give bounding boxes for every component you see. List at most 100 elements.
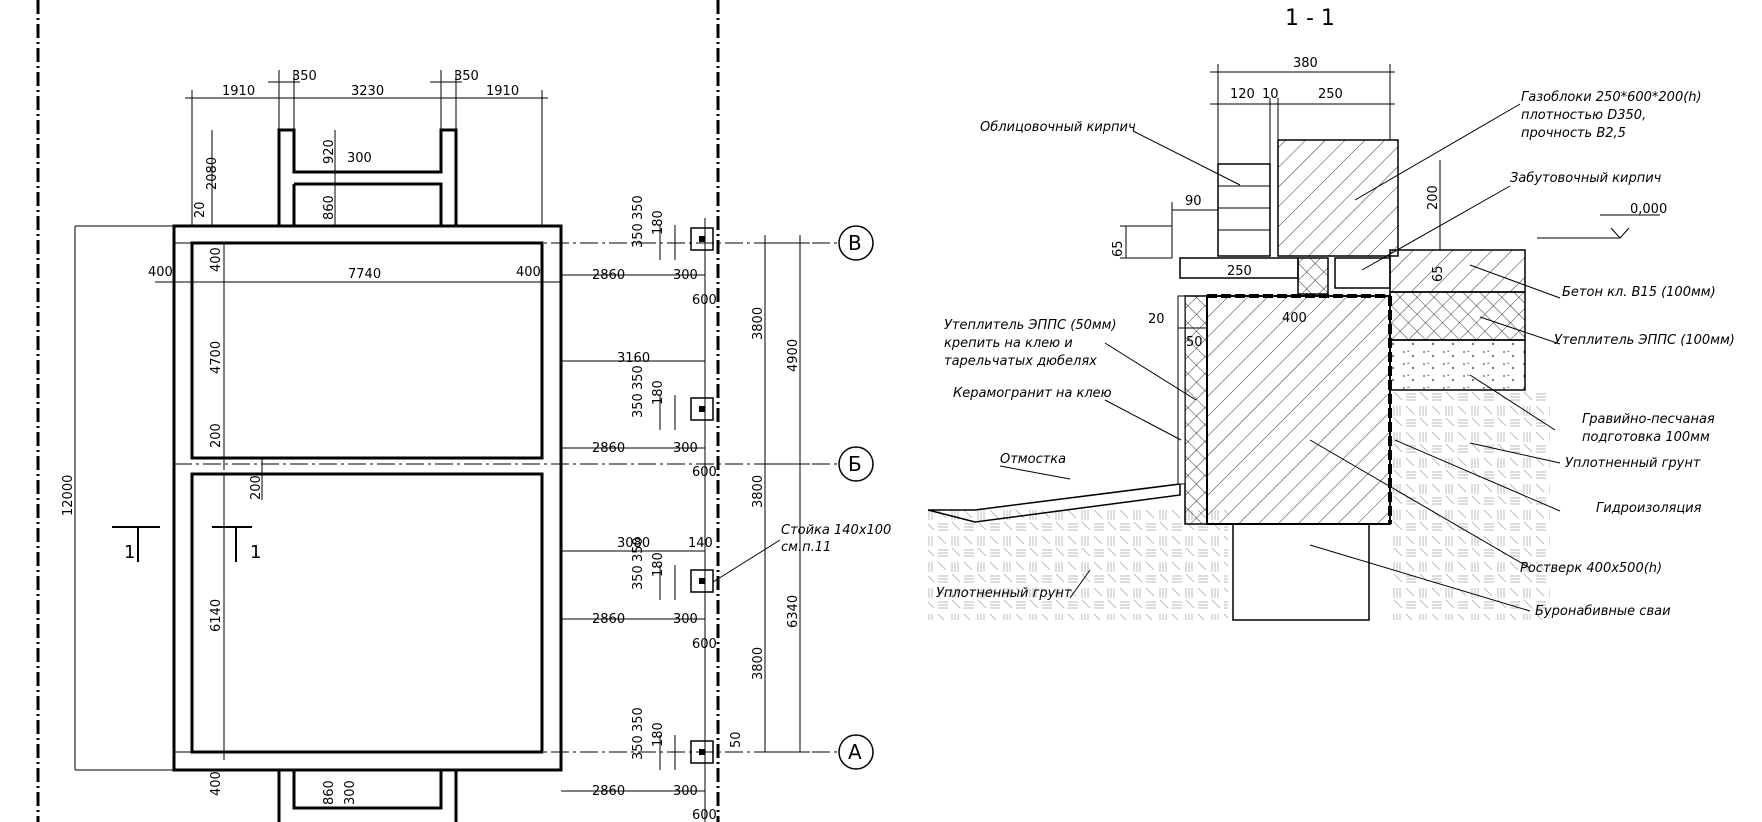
- label-gas-blocks-1: Газоблоки 250*600*200(h): [1521, 90, 1702, 105]
- dim-cc-1: 300: [673, 612, 698, 627]
- gas-block: [1277, 139, 1399, 257]
- sec-dim-20: 20: [1148, 312, 1165, 327]
- post-dim-4: 350: [631, 365, 646, 390]
- sec-dim-50: 50: [1186, 335, 1203, 350]
- dim-annex-2: 2080: [205, 157, 220, 190]
- label-piles: Буронабивные сваи: [1535, 604, 1671, 619]
- dim-top-4: 1910: [486, 84, 519, 99]
- gravel-layer: [1389, 339, 1526, 391]
- dim-row-1: 7740: [348, 267, 381, 282]
- dim-v-5: 50: [729, 731, 744, 748]
- dim-bb-0: 2860: [592, 441, 625, 456]
- dim-top-0: 1910: [222, 84, 255, 99]
- dim-row-0: 400: [148, 265, 173, 280]
- soil-right-fill: [1390, 390, 1550, 620]
- label-gravel-1: Гравийно-песчаная: [1582, 412, 1715, 427]
- sec-dim-250b: 250: [1227, 264, 1252, 279]
- blind-area: [927, 483, 1181, 523]
- label-gas-blocks-2: плотностью D350,: [1521, 108, 1646, 123]
- post-dim-6: 350: [631, 565, 646, 590]
- label-eps-wall-3: тарельчатых дюбелях: [944, 354, 1097, 369]
- post-note-1: Стойка 140х100: [781, 523, 891, 538]
- post-dim-0: 350: [631, 223, 646, 248]
- dim-b-2: 600: [692, 293, 717, 308]
- label-facing-brick: Облицовочный кирпич: [980, 120, 1136, 135]
- level-mark: 0,000: [1630, 202, 1667, 217]
- post-dim-11: 180: [651, 722, 666, 747]
- dim-annex-4: 20: [193, 201, 208, 218]
- dim-v-2: 3800: [751, 475, 766, 508]
- dim-inner-3: 200: [249, 475, 264, 500]
- post-dim-10: 350: [631, 707, 646, 732]
- dim-inner-4: 6140: [209, 599, 224, 632]
- dim-annex-bottom-1: 300: [343, 780, 358, 805]
- grillage: [1206, 295, 1391, 525]
- sec-dim-380: 380: [1293, 56, 1318, 71]
- dim-v-3: 6340: [786, 595, 801, 628]
- label-waterproofing: Гидроизоляция: [1596, 501, 1702, 516]
- dim-cc-2: 600: [692, 637, 717, 652]
- annex-bottom: [277, 770, 458, 822]
- label-backing-brick: Забутовочный кирпич: [1510, 171, 1662, 186]
- dim-mid-0: 3160: [617, 351, 650, 366]
- room-lower: [190, 472, 544, 754]
- label-gas-blocks-3: прочность B2,5: [1521, 126, 1626, 141]
- dim-annex-bottom-0: 860: [322, 780, 337, 805]
- post-note-2: см.п.11: [781, 540, 831, 555]
- sec-dim-250: 250: [1318, 87, 1343, 102]
- dim-c-1: 140: [688, 536, 713, 551]
- dim-top-2: 3230: [351, 84, 384, 99]
- post-dim-8: 180: [651, 552, 666, 577]
- pile: [1232, 523, 1370, 621]
- sec-dim-90: 90: [1185, 194, 1202, 209]
- soil-left-fill: [928, 510, 1228, 620]
- post-dim-1: 350: [631, 195, 646, 220]
- post-dim-5: 180: [651, 380, 666, 405]
- label-concrete: Бетон кл. B15 (100мм): [1562, 285, 1716, 300]
- concrete-slab: [1389, 249, 1526, 293]
- dim-top-1: 350: [292, 69, 317, 84]
- dim-annex-3: 860: [322, 195, 337, 220]
- dim-annex-1: 300: [347, 151, 372, 166]
- porcelain-strip: [1177, 295, 1186, 485]
- annex-top: [277, 128, 458, 226]
- post-dim-9: 350: [631, 735, 646, 760]
- dim-v-0: 3800: [751, 307, 766, 340]
- label-soil-left: Уплотненный грунт: [936, 586, 1072, 601]
- sec-dim-10: 10: [1262, 87, 1279, 102]
- dim-inner-2: 200: [209, 423, 224, 448]
- dim-top-3: 350: [454, 69, 479, 84]
- sec-dim-65b: 65: [1431, 265, 1446, 282]
- section-mark-right: 1: [250, 542, 261, 563]
- dim-inner-1: 4700: [209, 341, 224, 374]
- post-dim-2: 180: [651, 210, 666, 235]
- label-eps-wall-1: Утеплитель ЭППС (50мм): [944, 318, 1117, 333]
- dim-b-1: 300: [673, 268, 698, 283]
- dim-a-2: 600: [692, 808, 717, 822]
- plan-view: 1910 350 3230 350 1910 920 300 2080 860 …: [36, 0, 891, 822]
- eps-floor: [1389, 291, 1526, 341]
- section-mark-left: 1: [124, 542, 135, 563]
- label-eps-wall-2: крепить на клею и: [944, 336, 1073, 351]
- dim-cc-0: 2860: [592, 612, 625, 627]
- dim-a-0: 2860: [592, 784, 625, 799]
- dim-c-0: 3080: [617, 536, 650, 551]
- room-upper: [190, 241, 544, 460]
- label-blind-area: Отмостка: [1000, 452, 1066, 467]
- dim-bb-1: 300: [673, 441, 698, 456]
- backing-brick: [1334, 257, 1391, 289]
- dim-inner-0: 400: [209, 247, 224, 272]
- dim-overall: 12000: [61, 475, 76, 516]
- section-view: 1 - 1: [927, 6, 1735, 621]
- label-grillage: Ростверк 400х500(h): [1520, 561, 1662, 576]
- dim-b-0: 2860: [592, 268, 625, 283]
- sec-dim-120: 120: [1230, 87, 1255, 102]
- eps-wall: [1184, 295, 1208, 525]
- section-title: 1 - 1: [1285, 6, 1335, 31]
- sec-dim-400: 400: [1282, 311, 1307, 326]
- foundation-outline: [172, 224, 563, 772]
- dim-v-1: 4900: [786, 339, 801, 372]
- dim-inner-5: 400: [209, 771, 224, 796]
- label-eps-floor: Утеплитель ЭППС (100мм): [1554, 333, 1735, 348]
